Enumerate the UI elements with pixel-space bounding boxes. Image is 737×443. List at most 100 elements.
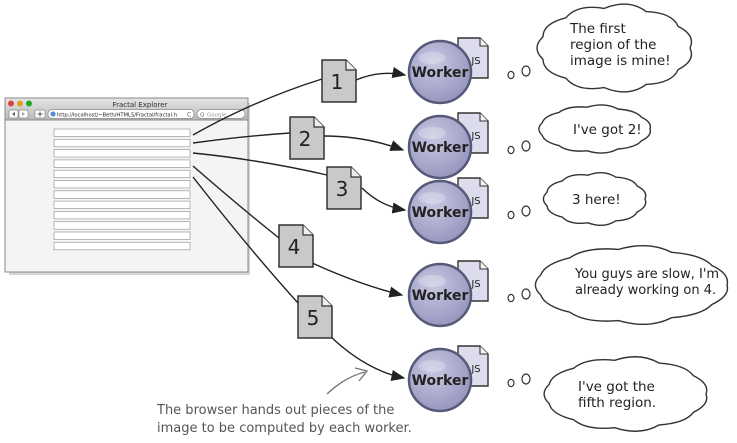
js-file-label: JS — [470, 56, 480, 67]
thought-dot-small — [507, 378, 515, 388]
search-placeholder: Google — [207, 112, 227, 118]
thought-dot-large — [521, 288, 531, 300]
thought-dot-large — [521, 205, 531, 217]
thought-dot-small — [507, 145, 515, 155]
chunk-number: 3 — [336, 177, 349, 201]
thought-text-line: The first — [569, 21, 626, 37]
worker-circle — [407, 262, 473, 328]
reload-icon[interactable]: C — [187, 112, 191, 119]
js-file-fold — [479, 113, 488, 122]
worker-label: Worker — [412, 373, 469, 389]
page-region-row — [53, 190, 191, 199]
worker-highlight — [418, 52, 446, 64]
chunk-number: 1 — [331, 70, 344, 94]
arrow-browser-to-chunk-5 — [192, 176, 299, 304]
chunk-fold — [345, 60, 356, 71]
thought-dot-small — [507, 70, 515, 80]
worker-label: Worker — [412, 205, 469, 221]
address-url: http://localhost/~Beth/HTML5/Fractal/fra… — [57, 112, 177, 118]
thought-dot-large — [521, 65, 531, 77]
thought-dot-large — [521, 140, 531, 152]
page-region-rows — [53, 128, 191, 251]
chunk-fold — [313, 117, 324, 128]
chunk-number: 5 — [307, 306, 320, 330]
js-file-fold — [479, 178, 488, 187]
worker-highlight — [418, 192, 446, 204]
worker-highlight — [418, 360, 446, 372]
chunk-number: 4 — [288, 235, 301, 259]
page-region-row — [53, 159, 191, 168]
js-file-label: JS — [470, 131, 480, 142]
thought-bubble — [536, 3, 693, 93]
back-icon — [12, 111, 15, 117]
caption-pointer — [326, 371, 366, 395]
chunk-fold — [350, 167, 361, 178]
page-region-row — [53, 211, 191, 220]
plus-icon — [37, 111, 43, 117]
js-file-fold — [479, 261, 488, 270]
page-region-row — [53, 231, 191, 240]
chunk-1: 1 — [321, 59, 357, 103]
thought-text-line: region of the — [570, 37, 656, 53]
page-region-row — [53, 200, 191, 209]
js-file-fold — [479, 346, 488, 355]
arrow-chunk-3-to-worker-3 — [361, 187, 407, 214]
worker-circle — [407, 39, 473, 105]
caption: The browser hands out pieces of the imag… — [156, 367, 412, 436]
image-chunks: 123 4 5 — [278, 59, 362, 339]
js-file-label: JS — [470, 279, 480, 290]
arrow-browser-to-chunk-4 — [192, 165, 280, 239]
page-region-row — [53, 128, 191, 137]
js-file-label: JS — [470, 196, 480, 207]
worker-circle — [407, 114, 473, 180]
worker-circle — [407, 347, 473, 413]
thought-text-line: I've got the — [578, 379, 655, 395]
arrow-chunk-5-to-worker-5 — [328, 334, 406, 381]
page-region-row — [53, 149, 191, 158]
browser-title: Fractal Explorer — [113, 101, 168, 109]
close-dot[interactable] — [8, 100, 14, 107]
search-field[interactable] — [196, 109, 246, 119]
arrows — [192, 67, 407, 381]
thought-dot-small — [507, 210, 515, 220]
worker-label: Worker — [412, 65, 469, 81]
page-region-row — [53, 180, 191, 189]
page-icon — [50, 111, 56, 117]
arrow-browser-to-chunk-3 — [192, 152, 328, 176]
search-icon: Q — [200, 112, 205, 118]
worker-highlight — [418, 127, 446, 139]
worker-label: Worker — [412, 288, 469, 304]
arrow-browser-to-chunk-1 — [192, 78, 323, 136]
thought-text-line: fifth region. — [578, 395, 656, 411]
js-file-fold — [479, 38, 488, 47]
page-region-row — [53, 221, 191, 230]
worker-label: Worker — [412, 140, 469, 156]
arrow-chunk-2-to-worker-2 — [323, 135, 405, 151]
caption-line-1: The browser hands out pieces of the — [156, 403, 394, 418]
worker-highlight — [418, 275, 446, 287]
chunk-fold — [302, 225, 313, 236]
forward-icon — [22, 111, 25, 117]
chunk-2: 2 — [289, 116, 325, 160]
page-region-row — [53, 169, 191, 179]
thought-text-line: already working on 4. — [575, 283, 716, 298]
thought-text-line: 3 here! — [572, 192, 621, 208]
minimize-dot[interactable] — [17, 100, 23, 107]
page-region-row — [53, 138, 191, 148]
caption-line-2: image to be computed by each worker. — [157, 421, 412, 436]
thought-dot-small — [507, 293, 515, 303]
arrow-chunk-4-to-worker-4 — [309, 261, 404, 298]
address-bar[interactable] — [47, 109, 195, 119]
worker-circle — [407, 179, 473, 245]
thought-text-line: You guys are slow, I'm — [574, 267, 719, 282]
caption-pointer-head — [354, 367, 369, 382]
thought-bubble — [538, 104, 652, 154]
chunk-4: 4 — [278, 224, 314, 268]
zoom-dot[interactable] — [26, 100, 32, 107]
thought-bubble — [543, 356, 708, 432]
